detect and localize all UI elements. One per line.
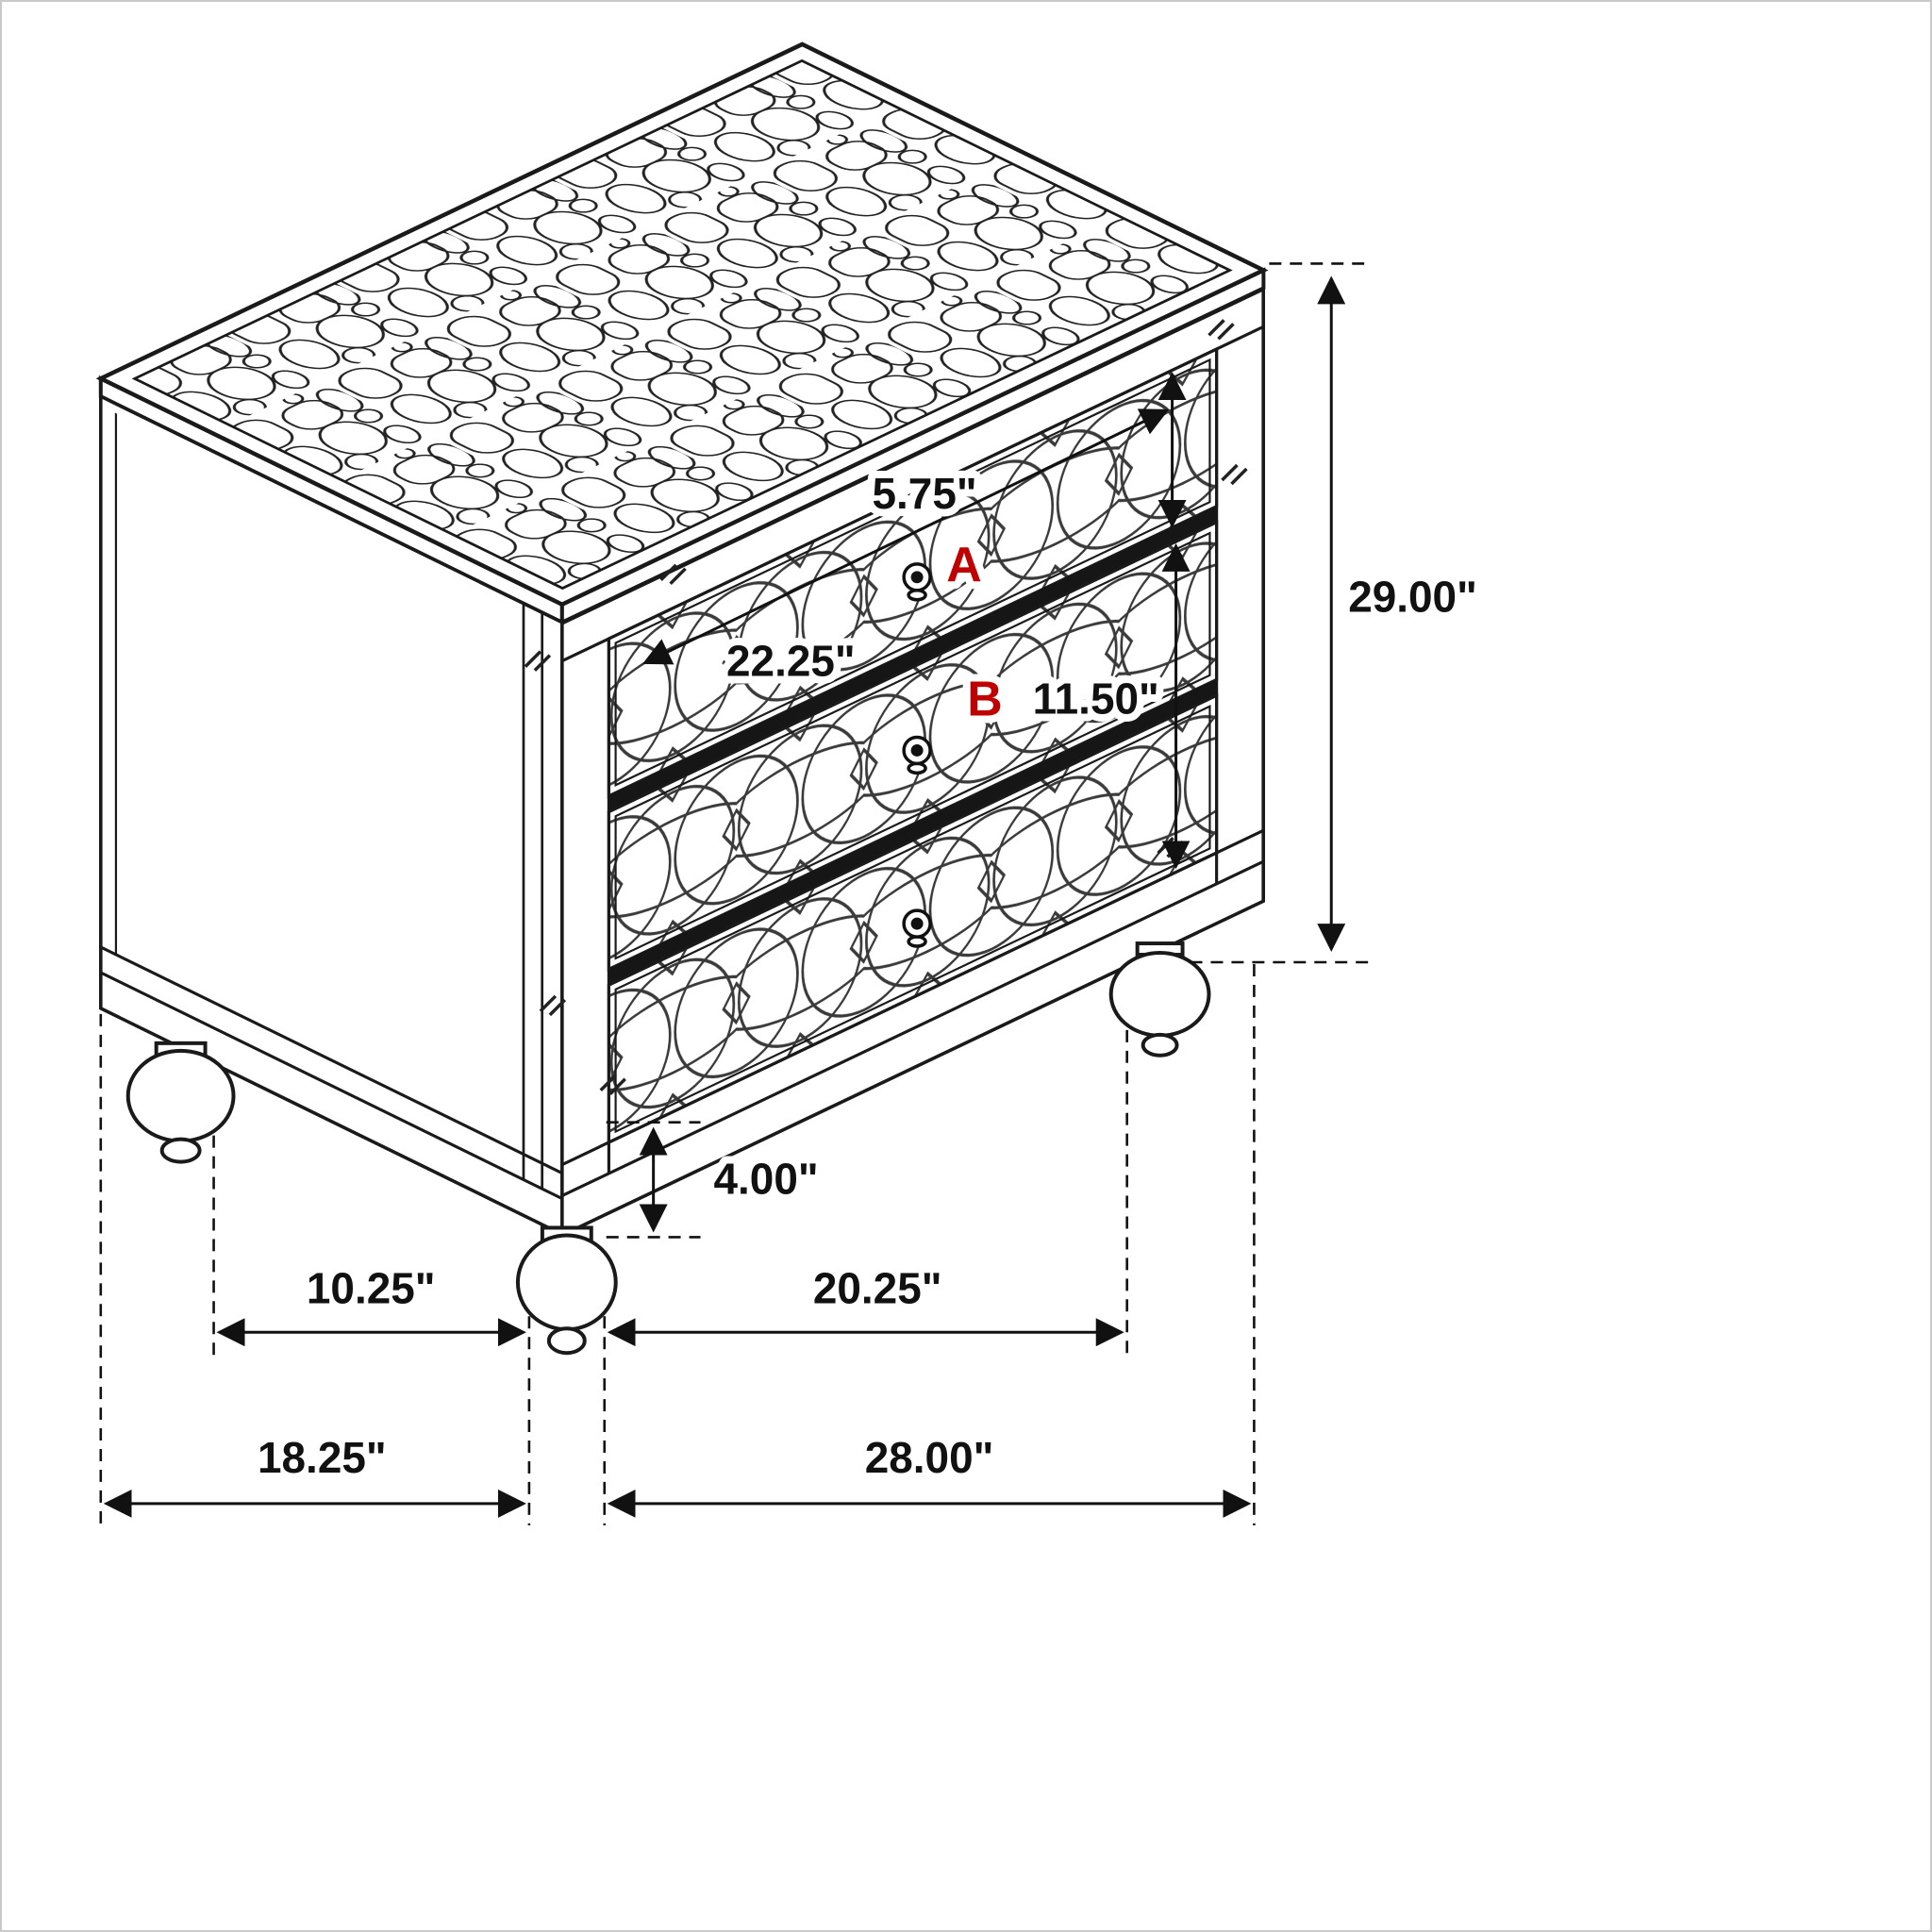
dim-label-foot-spacing-depth: 10.25" bbox=[307, 1263, 436, 1312]
foot-front bbox=[515, 1225, 618, 1356]
front-base-molding bbox=[561, 859, 1264, 1198]
dim-label-overall-height: 29.00" bbox=[1348, 573, 1477, 622]
knob-drawer-1 bbox=[902, 562, 932, 602]
dim-label-foot-spacing-width: 20.25" bbox=[813, 1263, 942, 1312]
dim-label-lower-drawers-height: 11.50" bbox=[1033, 675, 1159, 724]
dim-label-overall-width: 28.00" bbox=[865, 1433, 994, 1482]
knob-drawer-2 bbox=[902, 735, 932, 775]
dimension-arrows bbox=[103, 275, 1346, 1518]
knob-drawer-3 bbox=[902, 908, 932, 948]
dim-label-top-drawer-height: 5.75" bbox=[873, 469, 977, 518]
feet bbox=[125, 941, 1211, 1356]
side-base-molding bbox=[100, 945, 563, 1175]
nightstand-left-face bbox=[99, 393, 564, 1238]
foot-left bbox=[125, 1041, 236, 1164]
nightstand-top bbox=[95, 42, 1269, 608]
dim-label-foot-height: 4.00" bbox=[714, 1155, 819, 1204]
drawer-b-label: B bbox=[967, 672, 1002, 726]
dimension-labels: 5.75" 29.00" 22.25" 11.50" 4.00" 10.25" … bbox=[258, 461, 1477, 1482]
dim-line-drawer-width bbox=[641, 408, 1170, 665]
dim-label-drawer-width: 22.25" bbox=[726, 637, 856, 686]
dim-label-overall-depth: 18.25" bbox=[258, 1433, 387, 1482]
drawer-a-label: A bbox=[946, 537, 981, 591]
extension-lines bbox=[99, 262, 1370, 1525]
foot-right bbox=[1108, 941, 1211, 1058]
drawer-gap-2 bbox=[608, 679, 1217, 986]
drawer-letter-labels: A B bbox=[939, 529, 1009, 734]
